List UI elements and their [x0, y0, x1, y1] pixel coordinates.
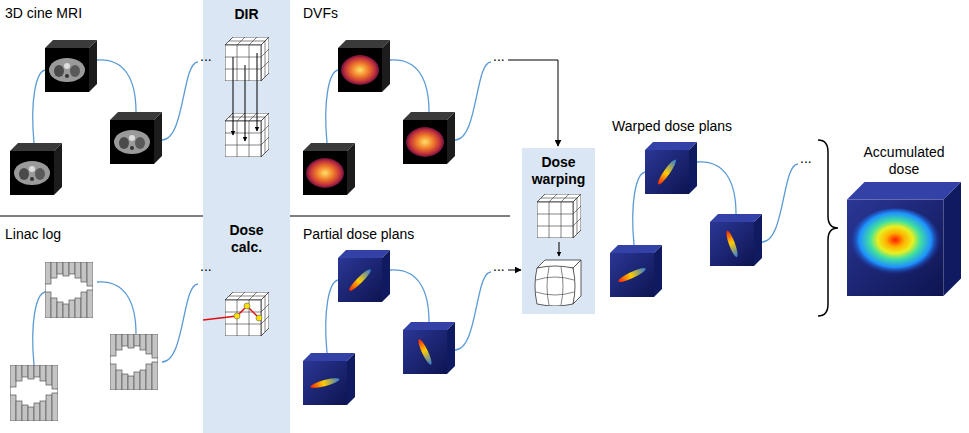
- mri-series: [10, 40, 198, 195]
- accumulated-dose-cube: [847, 182, 961, 296]
- ellipsis: ...: [493, 258, 505, 275]
- series-title: DVFs: [303, 5, 338, 22]
- registration-band: DIR: [203, 0, 290, 216]
- partial-dose-series: [303, 250, 491, 405]
- series-title: 3D cine MRI: [5, 5, 82, 22]
- series-title: Warped dose plans: [612, 118, 732, 135]
- series-title: Linac log: [5, 226, 61, 243]
- dose-calculation-icon: [203, 284, 290, 344]
- band-title: Dose calc.: [217, 222, 277, 256]
- node-heading: Accumulated dose: [854, 144, 954, 178]
- warped-dose-series: [610, 142, 798, 297]
- dvf-series: [303, 40, 491, 195]
- dose-warping-band: Dose warping: [522, 148, 595, 314]
- dose-warping-icon: [522, 194, 595, 306]
- flow-arrow: [508, 60, 558, 146]
- ellipsis: ...: [200, 48, 212, 65]
- band-title: Dose warping: [529, 154, 589, 188]
- ellipsis: ...: [800, 150, 812, 167]
- accumulated-dose-node: Accumulated dose: [846, 138, 962, 296]
- series-title: Partial dose plans: [303, 226, 414, 243]
- sum-bracket: [818, 140, 838, 316]
- ellipsis: ...: [200, 258, 212, 275]
- linac-log-series: [10, 262, 198, 421]
- ellipsis: ...: [493, 48, 505, 65]
- registration-icon: [203, 37, 290, 187]
- flow-arrow: [508, 270, 521, 271]
- dose-calc-band: Dose calc.: [203, 216, 290, 433]
- band-title: DIR: [234, 6, 258, 23]
